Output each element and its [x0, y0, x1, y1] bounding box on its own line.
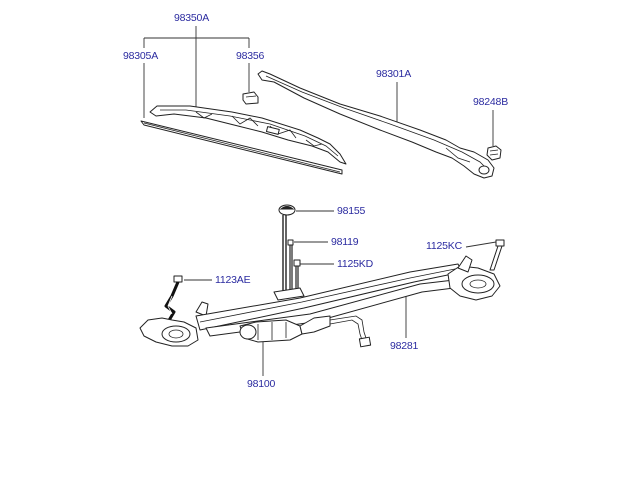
- label-blade-clip: 98356: [236, 50, 265, 62]
- label-arm-cap: 98248B: [473, 96, 509, 108]
- motor-part: [239, 315, 372, 348]
- wiper-blade-part: [149, 105, 347, 165]
- label-linkage: 98281: [390, 340, 419, 352]
- label-pivot-cap: 98155: [337, 205, 366, 217]
- blade-clip-part: [242, 91, 259, 105]
- pivot-hardware: [278, 204, 301, 296]
- blade-refill-part: [140, 120, 343, 175]
- label-mount-bolt-right: 1125KC: [426, 240, 462, 252]
- label-blade-refill: 98305A: [123, 50, 159, 62]
- leader-lines: [143, 26, 497, 376]
- label-wiper-arm: 98301A: [376, 68, 412, 80]
- linkage-part: [139, 255, 501, 347]
- label-wiper-blade-assy: 98350A: [174, 12, 210, 24]
- arm-cap-part: [486, 145, 502, 161]
- label-motor: 98100: [247, 378, 276, 390]
- label-pivot-nut: 98119: [331, 236, 359, 248]
- label-pivot-bolt: 1125KD: [337, 258, 373, 270]
- mount-bolt-right: [489, 239, 505, 271]
- wiper-arm-part: [257, 70, 495, 179]
- label-mount-bolt-left: 1123AE: [215, 274, 251, 286]
